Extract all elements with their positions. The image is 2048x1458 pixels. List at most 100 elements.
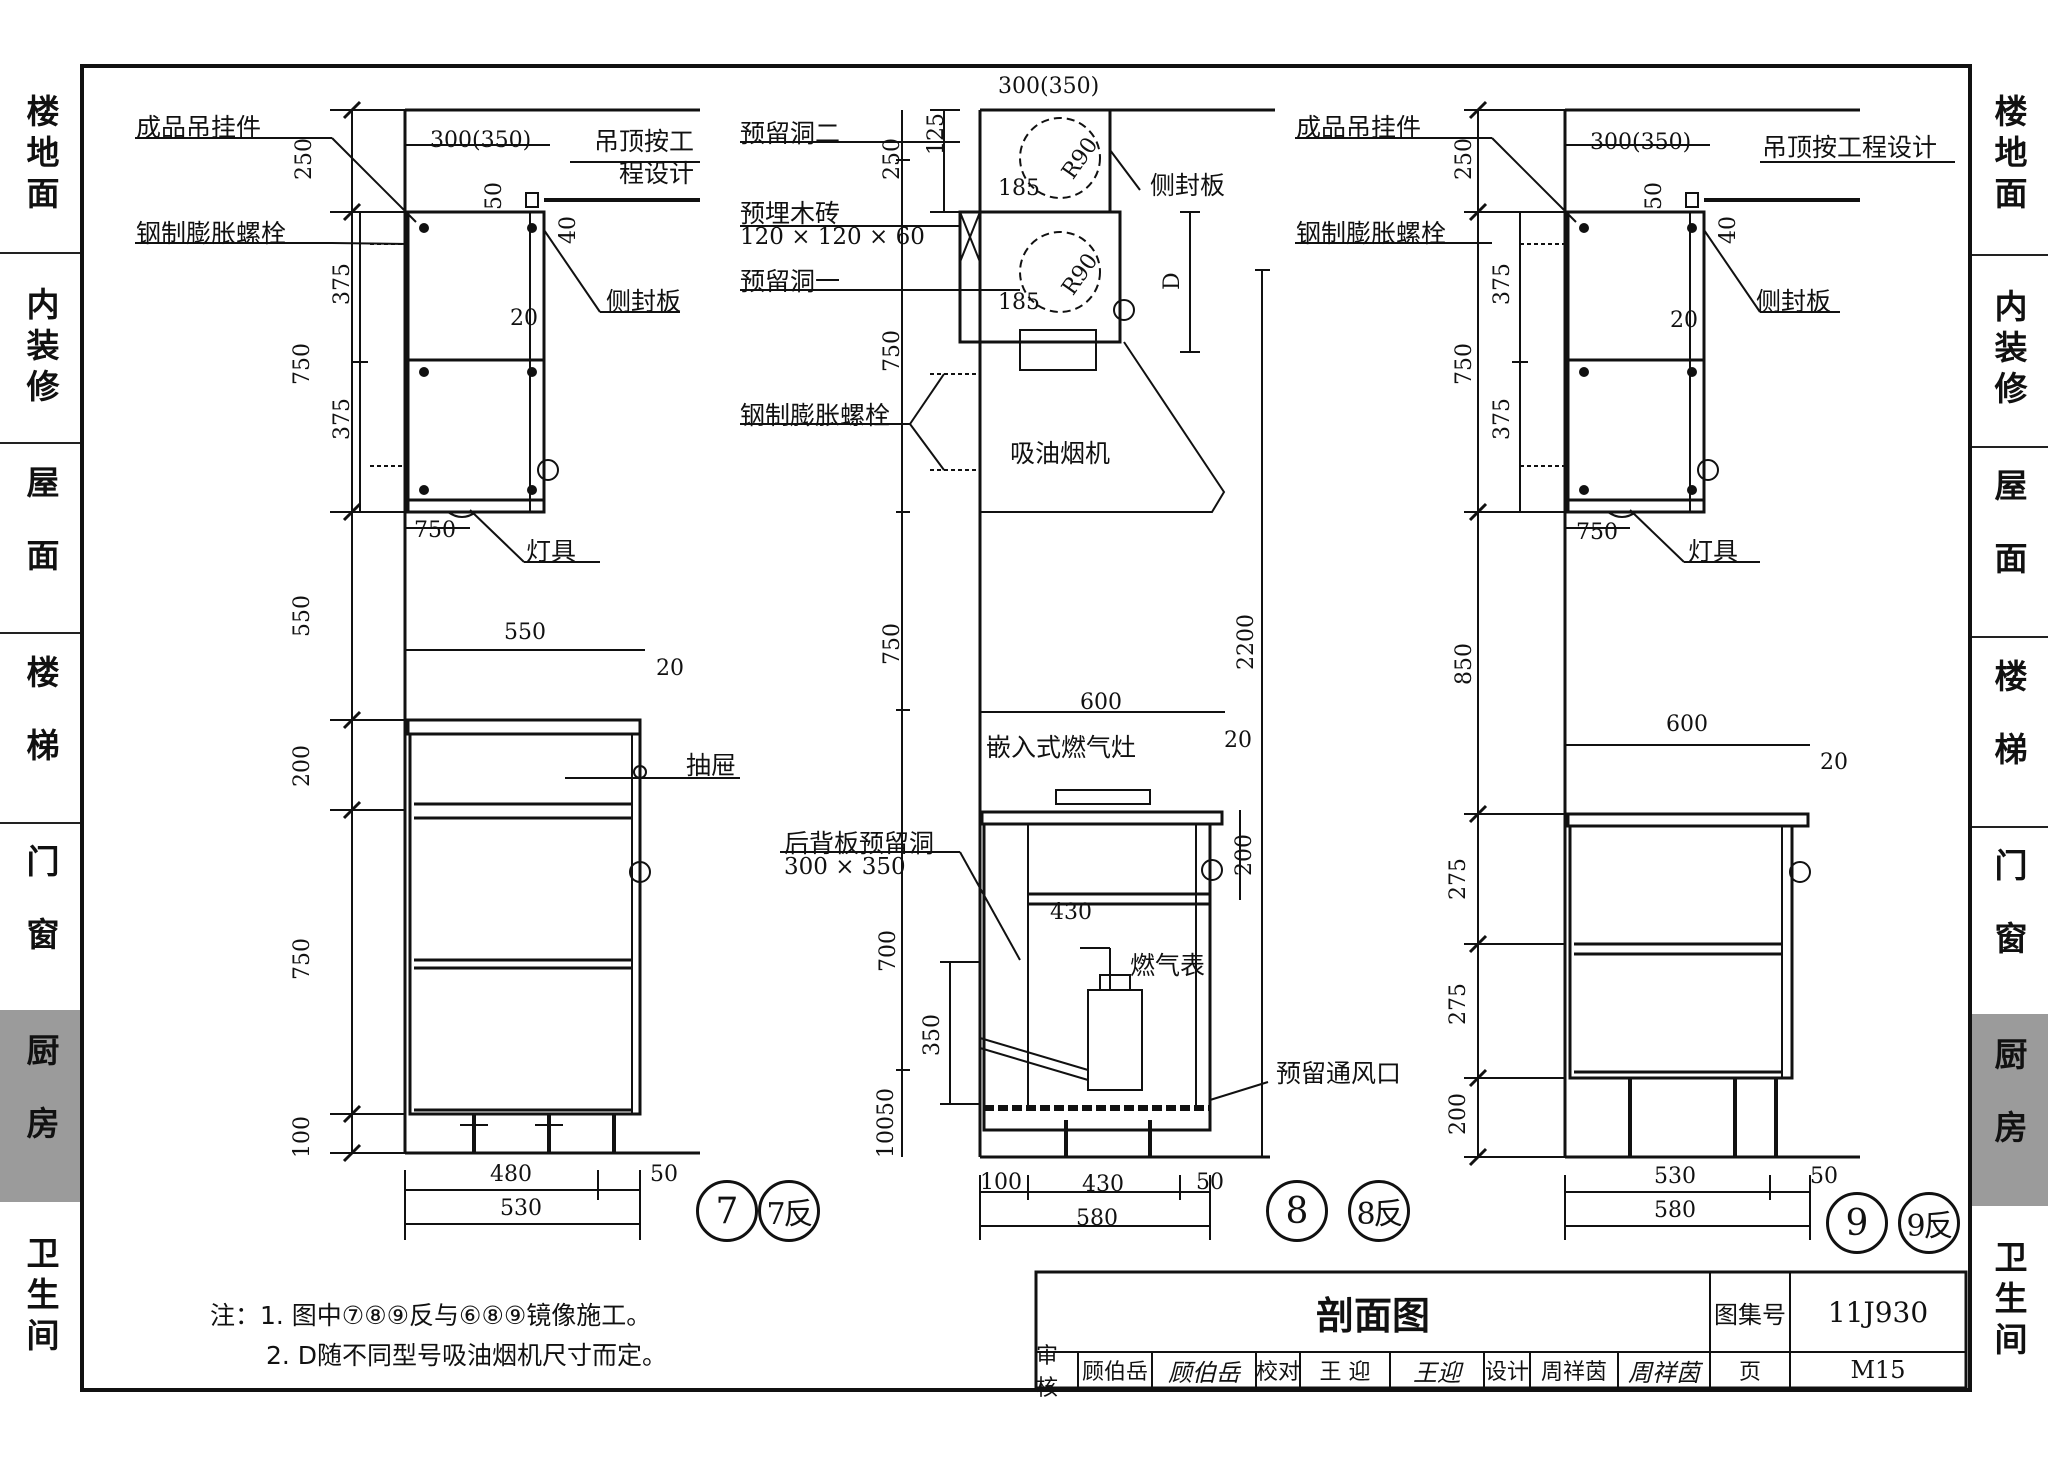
s8-dim-20: 20 xyxy=(1224,728,1252,753)
review-name: 顾伯岳 xyxy=(1081,1360,1148,1385)
tab-divider xyxy=(1968,446,2048,448)
design-signature: 周祥茵 xyxy=(1628,1358,1700,1387)
s8-dim-430b: 430 xyxy=(1082,1172,1124,1197)
check-signature: 王迎 xyxy=(1413,1358,1461,1387)
tab-label: 楼梯 xyxy=(21,655,60,801)
s7-dim-750: 750 xyxy=(290,343,315,385)
s7-mirror-tag-circle: 7反 xyxy=(758,1180,820,1242)
note-line-2: 2. D随不同型号吸油烟机尺寸而定。 xyxy=(266,1341,668,1370)
right-tab-doors-windows[interactable]: 门窗 xyxy=(1968,828,2048,1014)
left-tab-interior[interactable]: 内装修 xyxy=(0,254,80,442)
tab-label: 门窗 xyxy=(21,844,60,990)
tab-label: 门窗 xyxy=(1989,848,2028,994)
s9-dim-250: 250 xyxy=(1452,138,1477,180)
s8-dim-200: 200 xyxy=(1232,834,1257,876)
s7-dim-200: 200 xyxy=(290,745,315,787)
tab-divider xyxy=(0,822,80,824)
tab-label: 卫生间 xyxy=(21,1235,60,1359)
s9-mirror-tag-circle: 9反 xyxy=(1898,1192,1960,1254)
section8-geometry xyxy=(740,108,1275,1240)
tab-label: 卫生间 xyxy=(1989,1239,2028,1363)
atlas-value: 11J930 xyxy=(1827,1295,1929,1329)
s7-dim-550h: 550 xyxy=(504,620,546,645)
tab-divider xyxy=(0,442,80,444)
s8-dim-700: 700 xyxy=(876,930,901,972)
s8-dim-750a: 750 xyxy=(880,330,905,372)
s7-dim-375a: 375 xyxy=(330,263,355,305)
page-label: 页 xyxy=(1738,1360,1761,1385)
s7-hanger-label: 成品吊挂件 xyxy=(136,113,262,142)
s8-dim-2200: 2200 xyxy=(1234,614,1259,670)
s7-dim-750h: 750 xyxy=(414,518,456,543)
s7-ceiling-label: 吊顶按工程设计 xyxy=(593,127,694,188)
s7-dim-480: 480 xyxy=(490,1162,532,1187)
s7-dim-530: 530 xyxy=(500,1196,542,1221)
s8-dim-D: D xyxy=(1160,272,1185,290)
tab-divider xyxy=(1968,636,2048,638)
s8-dim-50: 50 xyxy=(1196,1170,1224,1195)
s8-dim-430a: 430 xyxy=(1050,900,1092,925)
page-value: M15 xyxy=(1850,1356,1906,1384)
s8-tag-circle: 8 xyxy=(1266,1180,1328,1242)
tab-divider xyxy=(0,252,80,254)
right-tab-stairs[interactable]: 楼梯 xyxy=(1968,638,2048,826)
s7-drawer-label: 抽屉 xyxy=(686,751,737,780)
s9-bolt-label: 钢制膨胀螺栓 xyxy=(1296,219,1447,248)
s7-dim-300: 300(350) xyxy=(430,128,532,153)
s7-dim-40: 40 xyxy=(556,216,581,244)
s8-back-hole-label: 后背板预留洞 xyxy=(784,829,935,858)
atlas-label: 图集号 xyxy=(1714,1300,1786,1329)
right-tab-kitchen[interactable]: 厨房 xyxy=(1968,1014,2048,1206)
s7-dim-20a: 20 xyxy=(510,306,538,331)
s9-dim-275a: 275 xyxy=(1446,858,1471,900)
s9-hanger-label: 成品吊挂件 xyxy=(1296,113,1422,142)
s8-stove-label: 嵌入式燃气灶 xyxy=(986,733,1137,762)
tab-label: 楼地面 xyxy=(1989,93,2028,217)
left-tab-bathroom[interactable]: 卫生间 xyxy=(0,1204,80,1390)
s8-dim-250: 250 xyxy=(880,138,905,180)
s8-vent-label: 预留通风口 xyxy=(1276,1059,1402,1088)
s7-dim-375b: 375 xyxy=(330,398,355,440)
s8-meter-label: 燃气表 xyxy=(1130,951,1206,980)
s9-ceiling-label: 吊顶按工程设计 xyxy=(1762,133,1938,162)
right-tab-interior[interactable]: 内装修 xyxy=(1968,256,2048,444)
left-tab-floor[interactable]: 楼地面 xyxy=(0,60,80,250)
s9-dim-300: 300(350) xyxy=(1590,130,1692,155)
s9-dim-600: 600 xyxy=(1666,712,1708,737)
tab-divider xyxy=(0,632,80,634)
left-tab-doors-windows[interactable]: 门窗 xyxy=(0,824,80,1010)
s9-dim-200: 200 xyxy=(1446,1093,1471,1135)
design-name: 周祥茵 xyxy=(1540,1360,1607,1385)
s8-dim-185b: 185 xyxy=(998,290,1040,315)
section9-geometry xyxy=(1295,100,1955,1240)
s8-dim-350: 350 xyxy=(920,1014,945,1056)
right-tab-bathroom[interactable]: 卫生间 xyxy=(1968,1208,2048,1394)
s8-dim-300: 300(350) xyxy=(998,74,1100,99)
s7-bolt-label: 钢制膨胀螺栓 xyxy=(136,219,287,248)
section7-geometry xyxy=(135,100,740,1240)
s9-dim-580: 580 xyxy=(1654,1198,1696,1223)
s9-dim-20b: 20 xyxy=(1820,750,1848,775)
s7-tag-circle: 7 xyxy=(696,1180,758,1242)
s9-lamp-label: 灯具 xyxy=(1688,537,1739,566)
s8-dim-600: 600 xyxy=(1080,690,1122,715)
s8-hood-label: 吸油烟机 xyxy=(1010,439,1111,468)
s8-dim-580: 580 xyxy=(1076,1206,1118,1231)
s8-hole2-label: 预留洞二 xyxy=(740,119,841,148)
review-label: 审核 xyxy=(1036,1344,1059,1401)
title-block-title: 剖面图 xyxy=(1315,1293,1430,1338)
tab-label: 屋面 xyxy=(21,465,60,611)
s9-side-panel-label: 侧封板 xyxy=(1756,287,1832,316)
left-tab-kitchen[interactable]: 厨房 xyxy=(0,1010,80,1202)
left-tab-stairs[interactable]: 楼梯 xyxy=(0,634,80,822)
s7-dim-20b: 20 xyxy=(656,656,684,681)
design-label: 设计 xyxy=(1484,1360,1529,1385)
right-tab-roof[interactable]: 屋面 xyxy=(1968,448,2048,634)
s7-dim-100: 100 xyxy=(290,1116,315,1158)
tab-divider xyxy=(1968,826,2048,828)
right-tab-floor[interactable]: 楼地面 xyxy=(1968,60,2048,250)
left-tab-roof[interactable]: 屋面 xyxy=(0,444,80,632)
tab-label: 厨房 xyxy=(1989,1037,2028,1183)
